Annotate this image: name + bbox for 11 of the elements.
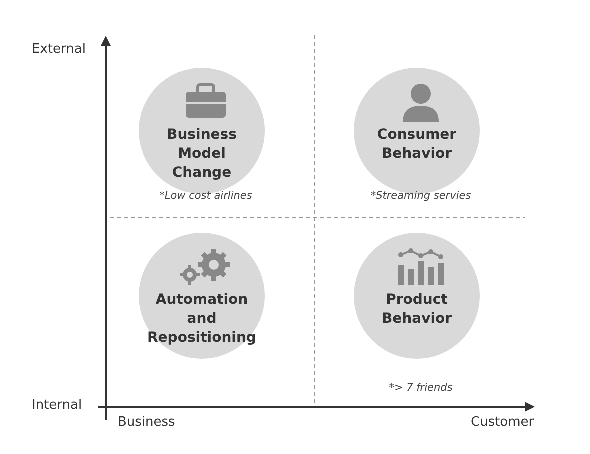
circle-label: Consumer Behavior xyxy=(376,126,458,164)
axis-label: External xyxy=(32,42,86,57)
circle-label: Product Behavior xyxy=(380,291,454,329)
circle-label: Automation and Repositioning xyxy=(147,291,257,348)
circle-label: Business Model Change xyxy=(166,126,238,183)
axis-label: Business xyxy=(118,415,176,430)
example-note: *> 7 friends xyxy=(388,382,454,394)
axis-label: Internal xyxy=(32,398,82,413)
axis-label: Customer xyxy=(471,415,534,430)
example-note: *Low cost airlines xyxy=(158,190,254,202)
example-note: *Streaming servies xyxy=(370,190,472,202)
